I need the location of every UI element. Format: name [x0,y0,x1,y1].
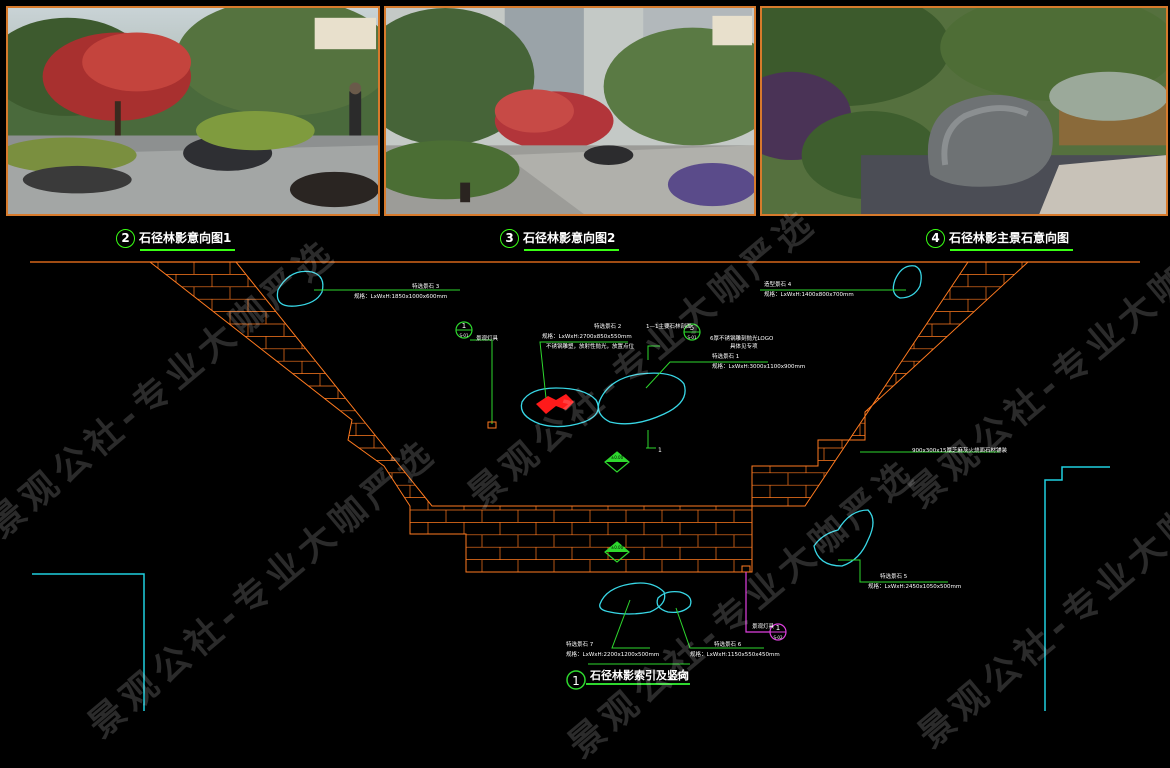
stone-4 [892,265,922,299]
stone-5-size: 规格：LxWxH:2450x1050x500mm [868,582,961,590]
stone-6-size: 规格：LxWxH:1150x550x450mm [690,650,780,658]
cad-plan-drawing: 1 S-01 5 S-01 1 S-02 ±0.00 ±0.00 1 特选景石 … [30,261,1140,711]
stone-3 [276,270,324,307]
caption-text: 石径林影意向图2 [523,231,616,245]
elevation-a-text: ±0.00 [611,455,624,460]
caption-view-4: 4 石径林影主景石意向图 [926,229,1074,251]
stone-1 [597,372,686,425]
caption-number: 2 [116,229,135,248]
light-label-left: 景观灯具 [476,334,499,342]
boundary-line-right [1044,466,1110,711]
caption-number: 3 [500,229,519,248]
stone-2 [520,387,599,428]
stone-1-name: 特选景石 1 [712,352,739,360]
caption-view-2: 2 石径林影意向图1 [116,229,236,251]
stone-2-note: 不锈钢雕塑，放射性抛光，放置点位 [546,342,635,350]
ref-bubble-5-sheet: S-01 [687,335,697,340]
garden-render-image-2 [386,8,754,214]
logo-note-2: 具体见专项 [730,342,758,350]
elevation-b-text: ±0.00 [611,545,624,550]
ref-bubble-1-num: 1 [462,322,466,330]
logo-note: 6厚不锈钢雕刻抛光LOGO [710,334,774,342]
light-fixture-left [487,421,497,429]
stone-4-size: 规格：LxWxH:1400x800x700mm [764,290,854,298]
stone-5-name: 特选景石 5 [880,572,908,580]
stone-2-size: 规格：LxWxH:2700x850x550mm [542,332,632,340]
section-label: 1—1主要石林剖面 [646,322,692,330]
stone-3-name: 特选景石 3 [412,282,440,290]
elevation-marker-a: ±0.00 [604,451,630,473]
ref-bubble-right-sheet: S-02 [773,635,783,640]
ref-bubble-5-num: 5 [690,324,694,332]
magenta-leader [745,572,770,633]
ref-bubble-right-num: 1 [776,624,780,632]
paving-spec: 900x300x15厚芝麻灰火烧面石材铺装 [912,446,1008,454]
stone-7-name: 特选景石 7 [566,640,594,648]
light-label-right: 景观灯具 [752,622,775,630]
stone-6-name: 特选景石 6 [714,640,742,648]
caption-number: 4 [926,229,945,248]
ref-bubble-1-sheet: S-01 [459,333,469,338]
caption-text: 石径林影意向图1 [139,231,232,245]
stone-7-size: 规格：LxWxH:2200x1200x500mm [566,650,659,658]
elevation-marker-b: ±0.00 [604,541,630,563]
caption-text: 石径林影主景石意向图 [949,231,1070,245]
photo-panel-4 [760,6,1168,216]
paving-outline [148,261,1030,573]
annotation-texts: 特选景石 3 规格：LxWxH:1850x1000x600mm 造型景石 4 规… [354,280,1008,658]
plan-scale: 1:50 [668,672,688,682]
feature-stone-image [762,8,1166,214]
stone-2-name: 特选景石 2 [594,322,621,330]
plan-title-number: 1 [572,674,580,688]
stone-1-size: 规格：LxWxH:3000x1100x900mm [712,362,805,370]
stone-4-name: 造型景石 4 [764,280,792,288]
stone-5 [813,509,874,567]
sculpture [536,394,574,414]
light-fixture-right [741,565,751,573]
plan-title-text: 石径林影索引及竖向 [589,668,689,682]
photo-panel-2 [384,6,756,216]
plan-title: 1 石径林影索引及竖向 1:50 [566,668,690,690]
stone-3-size: 规格：LxWxH:1850x1000x600mm [354,292,447,300]
photo-panel-1 [6,6,380,216]
garden-render-image-1 [8,8,378,214]
boundary-line-left [32,573,145,711]
caption-view-3: 3 石径林影意向图2 [500,229,620,251]
section-cut-mark: 1 [658,447,662,454]
leader-lines [314,289,1000,665]
stone-7 [599,582,666,615]
stone-6 [656,590,692,614]
